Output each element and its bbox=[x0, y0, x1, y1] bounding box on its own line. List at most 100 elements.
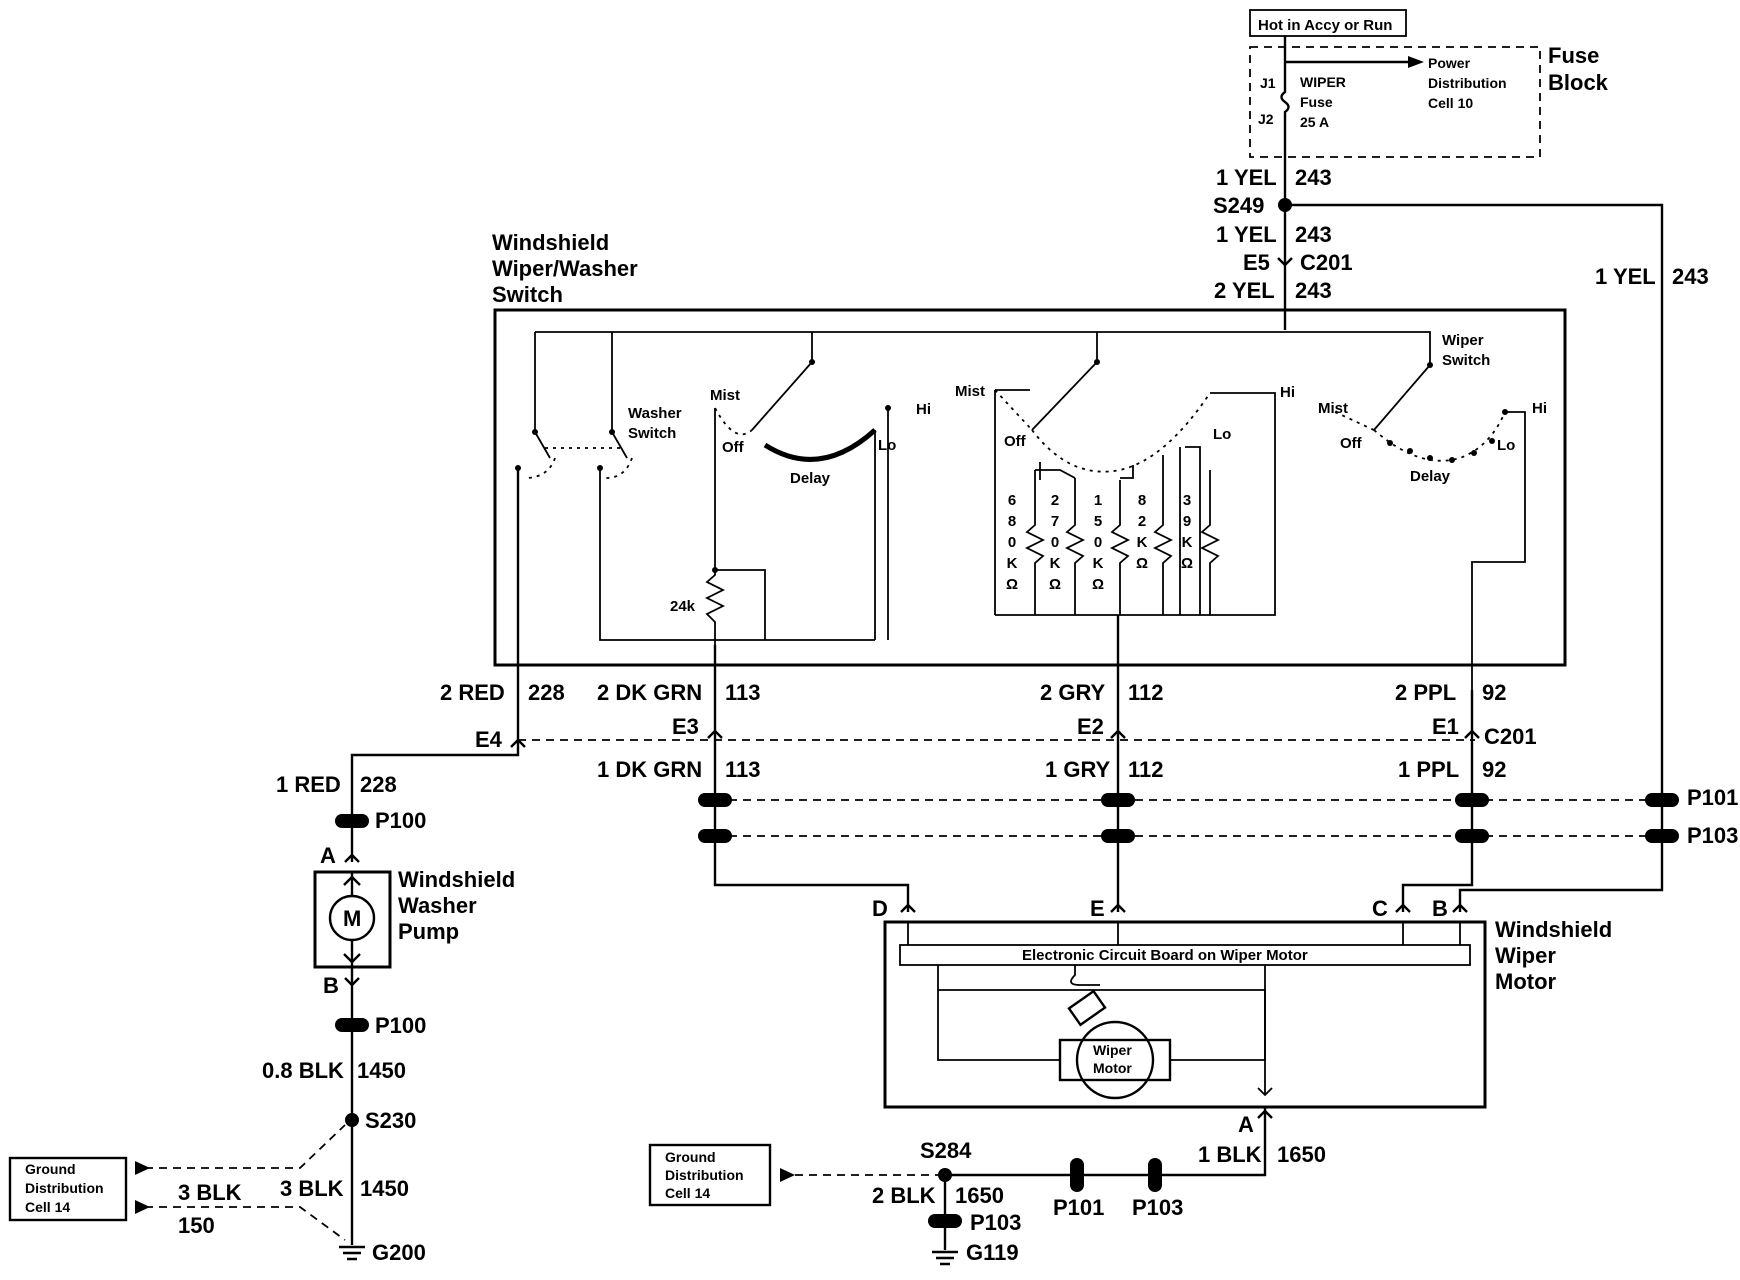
pin-b2-label: B bbox=[1432, 896, 1448, 921]
washer-switch-label-1: Washer bbox=[628, 405, 682, 422]
resistor-value-char: Ω bbox=[1181, 555, 1193, 572]
resistor-value-char: 2 bbox=[1138, 513, 1146, 530]
pin-d-connector-icon bbox=[900, 903, 916, 913]
pin-d-label: D bbox=[872, 896, 888, 921]
switch-output-wires: 2 RED 228 2 DK GRN 113 2 GRY 112 2 PPL 9… bbox=[276, 468, 1537, 858]
pump-title-2: Washer bbox=[398, 893, 477, 918]
board-pin-leads bbox=[907, 922, 1461, 945]
gry2-label: 2 GRY bbox=[1040, 680, 1106, 705]
c1650b-label: 1650 bbox=[955, 1183, 1004, 1208]
p101-grommet-113 bbox=[698, 793, 732, 807]
c92b-label: 92 bbox=[1482, 757, 1506, 782]
wiper-motor-housing bbox=[883, 920, 1487, 1109]
j1-label: J1 bbox=[1260, 75, 1276, 91]
blk1-label: 1 BLK bbox=[1198, 1142, 1262, 1167]
source-label: Hot in Accy or Run bbox=[1258, 17, 1392, 34]
c113a-label: 113 bbox=[725, 680, 761, 705]
park-lead bbox=[1070, 965, 1100, 986]
wiper-motor-title-1: Windshield bbox=[1495, 917, 1612, 942]
wiper-switch-1 bbox=[714, 359, 891, 640]
wiper-motor-title-3: Motor bbox=[1495, 969, 1557, 994]
wiper-washer-switch: Windshield Wiper/Washer Switch Washer Sw… bbox=[492, 230, 1567, 690]
wiper-motor-assembly: Electronic Circuit Board on Wiper Motor … bbox=[883, 917, 1612, 1109]
fuse-block-outline bbox=[1249, 46, 1541, 158]
wire-243-lower bbox=[1458, 790, 1664, 912]
red2-label: 2 RED bbox=[440, 680, 505, 705]
power-distribution-arrow-icon bbox=[1408, 56, 1424, 68]
resistor-value-char: 3 bbox=[1183, 492, 1191, 509]
pump-arrows-icon bbox=[343, 875, 361, 964]
wiper-motor-ground: A 1 BLK 1650 P101 P103 S284 2 BLK 1650 P… bbox=[648, 1107, 1326, 1266]
pin-a2-label: A bbox=[1238, 1112, 1254, 1137]
c1450a-label: 1450 bbox=[357, 1058, 406, 1083]
fuse-feed-wire bbox=[1280, 36, 1290, 205]
p103-grommet-g119 bbox=[928, 1214, 962, 1228]
resistor-value-char: 7 bbox=[1051, 513, 1059, 530]
pin-e-label: E bbox=[1090, 896, 1105, 921]
red1-label: 1 RED bbox=[276, 772, 341, 797]
e2-label: E2 bbox=[1077, 714, 1104, 739]
c201-mid-label: C201 bbox=[1484, 724, 1537, 749]
e4-label: E4 bbox=[475, 727, 503, 752]
wire-113-lower bbox=[713, 858, 910, 912]
resistor-value-char: 5 bbox=[1094, 513, 1102, 530]
wiper-switch-3 bbox=[1334, 350, 1526, 690]
motor-label-2: Motor bbox=[1093, 1060, 1132, 1076]
resistor-value-char: 0 bbox=[1051, 534, 1059, 551]
pin-c-connector-icon bbox=[1395, 903, 1411, 913]
off3-label: Off bbox=[1340, 435, 1363, 452]
motor-lead-left bbox=[937, 965, 1060, 1061]
p101-bottom-label: P101 bbox=[1053, 1195, 1104, 1220]
fuse-block-title-2: Block bbox=[1548, 70, 1609, 95]
lo1-label: Lo bbox=[878, 437, 896, 454]
blk2-label: 2 BLK bbox=[872, 1183, 936, 1208]
yel2-label: 2 YEL bbox=[1214, 278, 1275, 303]
hi3-label: Hi bbox=[1532, 400, 1547, 417]
resistor-value-char: K bbox=[1093, 555, 1104, 572]
blk3a-label: 3 BLK bbox=[178, 1180, 242, 1205]
c112b-label: 112 bbox=[1128, 757, 1164, 782]
ground-left-link-2 bbox=[145, 1206, 346, 1241]
c201-top-label: C201 bbox=[1300, 250, 1353, 275]
circuit-board-label: Electronic Circuit Board on Wiper Motor bbox=[1022, 947, 1308, 964]
delay3-label: Delay bbox=[1410, 468, 1451, 485]
circuit-board bbox=[899, 944, 1471, 966]
c243-c: 243 bbox=[1295, 278, 1332, 303]
p101-right-label: P101 bbox=[1687, 785, 1738, 810]
e5-label: E5 bbox=[1243, 250, 1270, 275]
off2-label: Off bbox=[1004, 433, 1027, 450]
p100b-label: P100 bbox=[375, 1013, 426, 1038]
p101-grommet-92 bbox=[1455, 793, 1489, 807]
motor-label-1: Wiper bbox=[1093, 1042, 1132, 1058]
yel1-right: 1 YEL bbox=[1595, 264, 1656, 289]
wire-1650 bbox=[945, 1107, 1267, 1177]
ground-dist-left-box bbox=[8, 1156, 128, 1222]
wiper-switch-label-2: Switch bbox=[1442, 352, 1490, 369]
dkgrn2-label: 2 DK GRN bbox=[597, 680, 702, 705]
p103-bottom-label: P103 bbox=[1132, 1195, 1183, 1220]
washer-switch-label-2: Switch bbox=[628, 425, 676, 442]
ground-dist-right-box bbox=[648, 1143, 772, 1207]
s230-splice bbox=[345, 1113, 359, 1127]
g119-ground-icon bbox=[932, 1250, 958, 1266]
e3-connector-icon bbox=[707, 729, 723, 739]
p100-grommet-bottom bbox=[335, 1018, 369, 1032]
p100-grommet-top bbox=[335, 814, 369, 828]
c1650a-label: 1650 bbox=[1277, 1142, 1326, 1167]
switch-title-2: Wiper/Washer bbox=[492, 256, 638, 281]
washer-pump-assembly: P100 A M Windshield Washer Pump B P100 0… bbox=[8, 808, 515, 1265]
g119-label: G119 bbox=[966, 1240, 1019, 1265]
g200-ground-icon bbox=[339, 1245, 365, 1261]
yel1-b: 1 YEL bbox=[1216, 222, 1277, 247]
feed-wire-right bbox=[1285, 203, 1664, 790]
p103-grommet-92 bbox=[1455, 829, 1489, 843]
resistor-value-char: 2 bbox=[1051, 492, 1059, 509]
off1-label: Off bbox=[722, 439, 745, 456]
ground-right-arrow-icon bbox=[780, 1168, 795, 1182]
pump-title-1: Windshield bbox=[398, 867, 515, 892]
s284-label: S284 bbox=[920, 1138, 972, 1163]
resistor-value-char: 8 bbox=[1138, 492, 1146, 509]
mist1-label: Mist bbox=[710, 387, 740, 404]
